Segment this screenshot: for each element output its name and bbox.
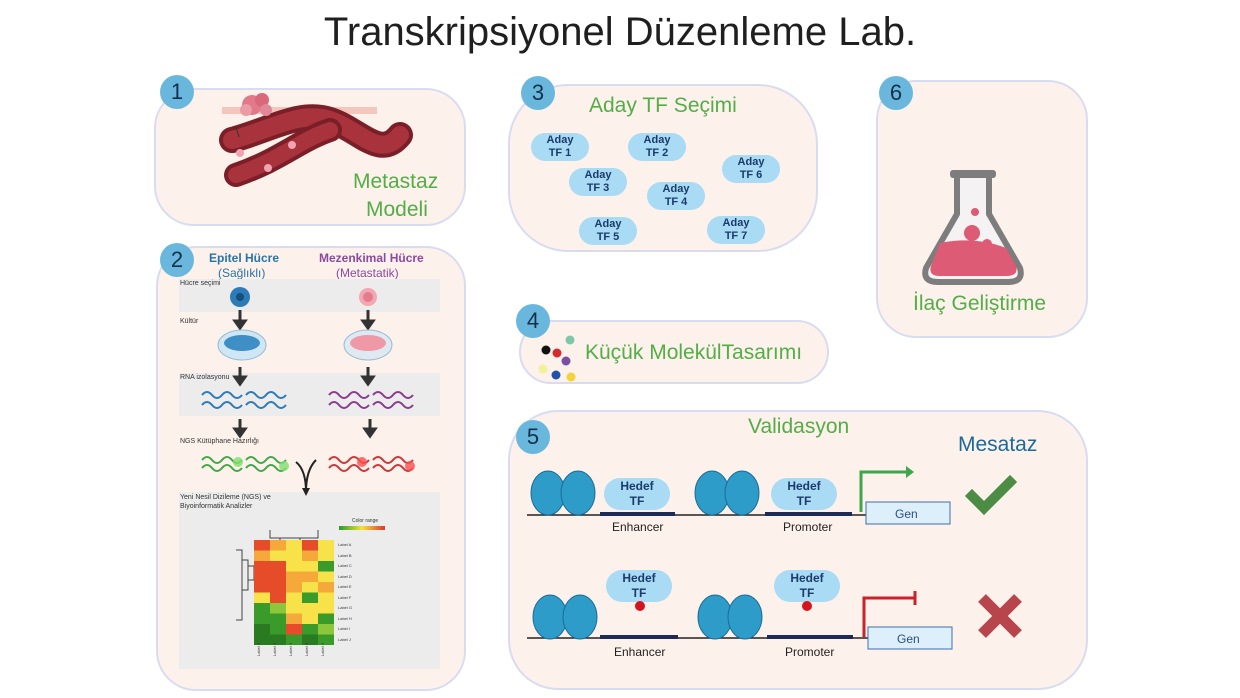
step-rna-isolation: RNA izolasyonu bbox=[180, 374, 230, 381]
candidate-tf-title: Aday TF Seçimi bbox=[589, 94, 737, 117]
validation-title: Validasyon bbox=[748, 415, 850, 438]
row-label: Label F bbox=[338, 594, 352, 600]
validation-subtitle: Mesataz bbox=[958, 433, 1038, 456]
step-badge-4: 4 bbox=[516, 304, 550, 338]
heatmap-row-labels: Label A Label B Label C Label D Label E … bbox=[338, 540, 368, 645]
row-label: Label A bbox=[338, 542, 352, 547]
step-culture: Kültür bbox=[180, 318, 199, 325]
epithelial-cell-sub: (Sağlıklı) bbox=[218, 266, 266, 280]
row-label: Label I bbox=[338, 626, 351, 631]
row-label: Label H bbox=[338, 615, 352, 621]
promoter-label-bottom: Promoter bbox=[785, 645, 835, 659]
epithelial-cell-label: Epitel Hücre bbox=[209, 251, 280, 265]
step-badge-2: 2 bbox=[160, 243, 194, 277]
enhancer-label-bottom: Enhancer bbox=[614, 645, 666, 659]
gene-label-bottom: Gen bbox=[897, 632, 920, 646]
step-badge-1: 1 bbox=[160, 75, 194, 109]
enhancer-label-top: Enhancer bbox=[612, 520, 664, 534]
step-ngs-analysis-1: Yeni Nesil Dizileme (NGS) ve bbox=[180, 494, 271, 501]
row-label: Label B bbox=[338, 552, 352, 558]
metastasis-model-title-1: Metastaz bbox=[353, 170, 439, 193]
color-range-label: Color range bbox=[352, 518, 379, 524]
small-molecule-title: Küçük MolekülTasarımı bbox=[585, 341, 803, 364]
row-label: Label J bbox=[338, 636, 351, 642]
panel-validation bbox=[508, 410, 1088, 690]
page-title: Transkripsiyonel Düzenleme Lab. bbox=[323, 10, 917, 54]
step-badge-3: 3 bbox=[521, 76, 555, 110]
step-badge-6: 6 bbox=[879, 76, 913, 110]
row-label: Label C bbox=[338, 563, 352, 568]
step-ngs-library: NGS Kütüphane Hazırlığı bbox=[180, 438, 259, 445]
step-badge-5: 5 bbox=[516, 420, 550, 454]
drug-development-title: İlaç Geliştirme bbox=[913, 292, 1047, 315]
step-cell-selection: Hücre seçimi bbox=[180, 280, 221, 287]
gene-label-top: Gen bbox=[895, 507, 918, 521]
promoter-label-top: Promoter bbox=[783, 520, 833, 534]
row-label: Label G bbox=[338, 605, 353, 610]
row-label: Label D bbox=[338, 573, 352, 579]
mesenchymal-cell-sub: (Metastatik) bbox=[336, 266, 399, 280]
row-label: Label E bbox=[338, 584, 352, 589]
step-ngs-analysis-2: Biyoinformatik Analizler bbox=[180, 503, 253, 510]
mesenchymal-cell-label: Mezenkimal Hücre bbox=[319, 251, 424, 265]
metastasis-model-title-2: Modeli bbox=[366, 198, 428, 221]
